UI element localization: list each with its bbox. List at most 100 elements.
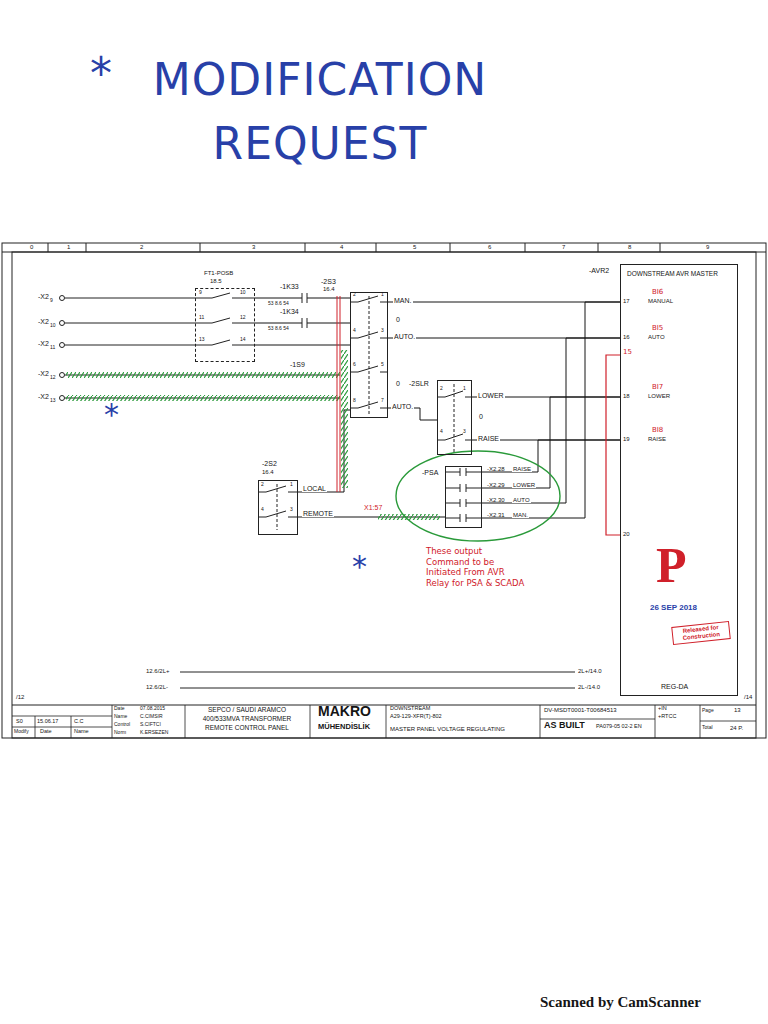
drawing-label: 13 xyxy=(50,398,56,403)
wire-label: LOWER xyxy=(512,482,536,488)
drawing-label: S.CIFTCI xyxy=(140,722,161,727)
drawing-label: LOWER xyxy=(648,393,670,399)
drawing-label: 07.08.2015 xyxy=(140,706,165,711)
drawing-label: 18 xyxy=(623,393,630,399)
drawing-label: /12 xyxy=(16,694,24,700)
drawing-label: Total xyxy=(702,725,713,730)
wire-label: LOCAL xyxy=(302,485,327,492)
drawing-label: 2 xyxy=(440,386,443,391)
drawing-label: -X2 xyxy=(38,293,49,300)
drawing-label: A29-129-XFR(T)-802 xyxy=(390,714,442,720)
wire-label: MAN. xyxy=(512,512,529,518)
supply-lines xyxy=(180,672,575,688)
terminal-wiring xyxy=(60,296,341,401)
drawing-label: Modify xyxy=(14,729,29,734)
handwritten-note: BI7 xyxy=(652,384,663,391)
component-box: FT1-POSB18.5 xyxy=(195,288,255,362)
drawing-label: -X2 xyxy=(38,340,49,347)
drawing-label: 26 SEP 2018 xyxy=(650,604,697,612)
drawing-label: 4 xyxy=(353,328,356,333)
drawing-label: -1K34 xyxy=(280,308,299,315)
drawing-label: 15.06.17 xyxy=(37,719,58,725)
component-text: 16.4 xyxy=(323,286,335,292)
drawing-label: Date xyxy=(40,729,52,735)
drawing-label: 3 xyxy=(252,244,255,250)
drawing-label: 11 xyxy=(50,345,55,350)
handwritten-note: These output Command to be Initiated Fro… xyxy=(426,546,526,589)
handwritten-note: * xyxy=(104,400,119,430)
wire-label: AUTO. xyxy=(391,403,414,410)
drawing-label: 16 xyxy=(623,334,630,340)
wire-label: RAISE xyxy=(477,435,500,442)
drawing-label: 13 xyxy=(734,707,741,713)
component-box: -PSA xyxy=(445,466,482,528)
drawing-label: 10 xyxy=(50,323,56,328)
red-modification-wire xyxy=(606,355,620,535)
handwritten-note: * xyxy=(352,552,367,582)
drawing-label: REMOTE CONTROL PANEL xyxy=(188,725,306,732)
hatched-removal xyxy=(66,296,440,520)
drawing-label: DV-MSDT0001-T00684513 xyxy=(544,707,617,713)
drawing-label: 1 xyxy=(290,482,293,487)
drawing-label: Norm xyxy=(114,730,126,735)
drawing-label: 17 xyxy=(623,298,630,304)
drawing-label: 6 xyxy=(488,244,491,250)
drawing-label: -1K33 xyxy=(280,283,299,290)
drawing-label: AS BUILT xyxy=(544,721,585,730)
drawing-label: -X2.30 xyxy=(487,497,505,503)
drawing-label: 1 xyxy=(67,244,70,250)
drawing-label: 19 xyxy=(623,436,630,442)
drawing-label: 400/533MVA TRANSFORMER xyxy=(188,716,306,723)
drawing-label: -X2 xyxy=(38,393,49,400)
drawing-label: MASTER PANEL VOLTAGE REGULATING xyxy=(390,726,505,732)
wire-label: RAISE xyxy=(512,466,532,472)
wire-label: AUTO xyxy=(512,497,531,503)
revision-cloud xyxy=(396,451,560,541)
handwritten-note: 15 xyxy=(623,349,632,356)
drawing-label: P xyxy=(656,540,687,590)
drawing-label: 5 xyxy=(413,244,416,250)
drawing-label: K.ERSEZEN xyxy=(140,730,168,735)
drawing-label: 0 xyxy=(396,316,400,323)
drawing-label: -1S9 xyxy=(290,361,305,368)
drawing-label: 8 xyxy=(628,244,631,250)
drawing-label: 12.6/2L- xyxy=(146,684,168,690)
drawing-label: C.C xyxy=(74,719,83,725)
component-tag: -2S2 xyxy=(262,460,277,467)
drawing-label: 12 xyxy=(50,375,56,380)
drawing-label: S0 xyxy=(16,719,23,725)
component-text: DOWNSTREAM AVR MASTER xyxy=(627,271,718,278)
handwritten-note: BI5 xyxy=(652,325,663,332)
drawing-label: 1 xyxy=(381,292,384,297)
drawing-label: -X2.29 xyxy=(487,482,505,488)
component-tag: FT1-POSB xyxy=(204,270,233,276)
drawing-label: 9 xyxy=(50,298,53,303)
drawing-label: MÜHENDİSLİK xyxy=(318,723,370,731)
drawing-label: 2L-/14.0 xyxy=(578,684,600,690)
drawing-label: -X2 xyxy=(38,370,49,377)
drawing-label: Name xyxy=(114,714,127,719)
drawing-label: Date xyxy=(114,706,125,711)
drawing-label: -X2 xyxy=(38,318,49,325)
drawing-label: -X2.31 xyxy=(487,512,505,518)
drawing-label: 53 8.6 54 xyxy=(268,301,289,306)
drawing-label: 24 P. xyxy=(730,725,743,731)
wire-label: AUTO. xyxy=(393,333,416,340)
drawing-label: 8 xyxy=(353,398,356,403)
sheet-frame xyxy=(2,243,766,738)
drawing-label: Name xyxy=(74,729,89,735)
component-tag: -2SLR xyxy=(409,380,429,387)
title-block-grid xyxy=(12,705,756,738)
drawing-label: 53 8.6 54 xyxy=(268,326,289,331)
signal-wire xyxy=(482,440,620,472)
drawing-label: 3 xyxy=(463,429,466,434)
drawing-label: 3 xyxy=(290,507,293,512)
drawing-label: -X2.28 xyxy=(487,466,505,472)
wire-label: LOWER xyxy=(477,392,505,399)
component-tag: -2S3 xyxy=(321,278,336,285)
drawing-label: 0 xyxy=(396,380,400,387)
drawing-label: 11 xyxy=(199,315,204,320)
drawing-label: 4 xyxy=(261,507,264,512)
contact-symbols xyxy=(195,293,482,530)
